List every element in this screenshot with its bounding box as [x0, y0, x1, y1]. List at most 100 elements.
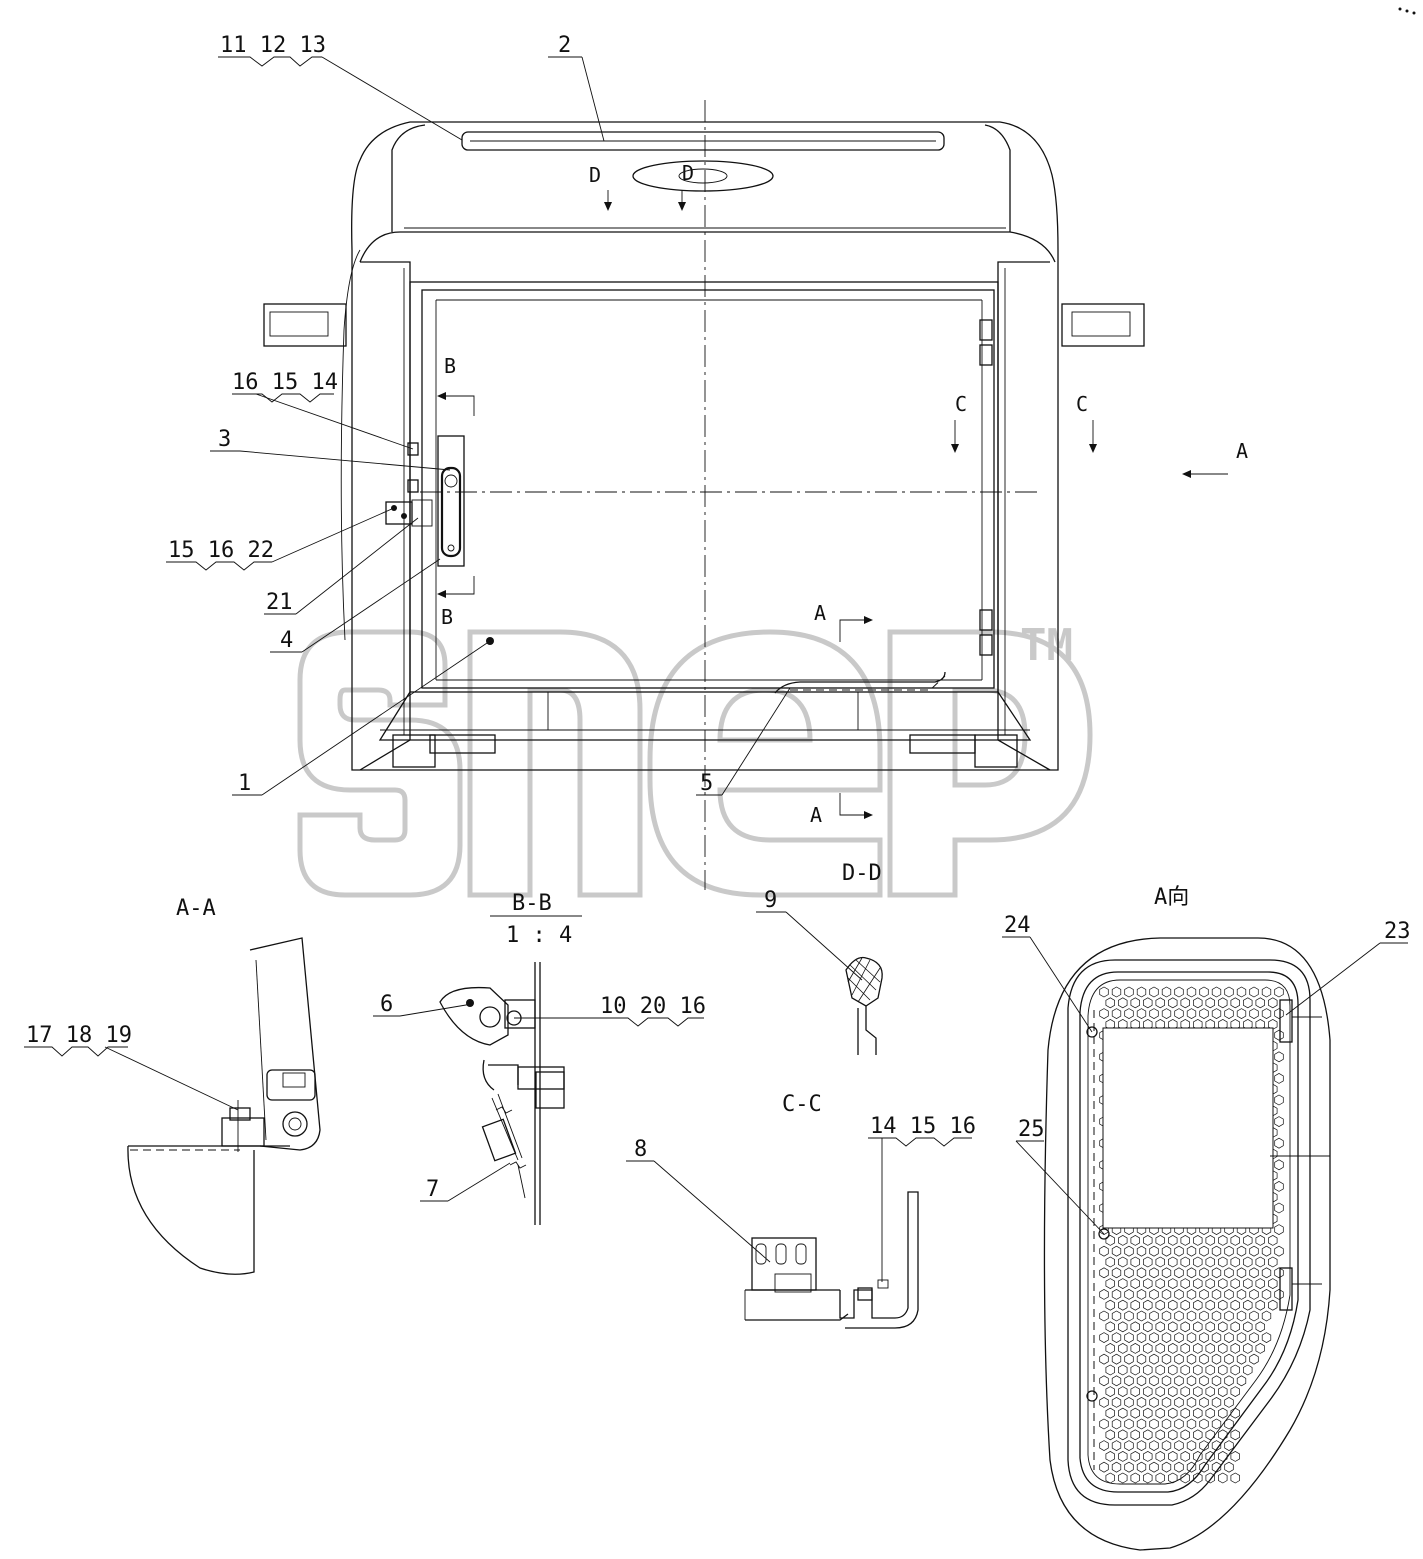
hex-cell	[1149, 1245, 1159, 1257]
hex-cell	[1236, 1288, 1247, 1300]
hex-cell	[1130, 1386, 1140, 1398]
label-8: 8	[634, 1137, 647, 1162]
hex-cell	[1161, 1461, 1172, 1473]
hex-cell	[1211, 1440, 1222, 1452]
hex-cell	[1274, 1202, 1284, 1214]
hex-cell	[1180, 1364, 1190, 1376]
hex-cell	[1230, 1407, 1240, 1419]
hex-cell	[1168, 1472, 1178, 1484]
hex-cell	[1243, 997, 1253, 1009]
hex-cell	[1161, 986, 1172, 998]
hex-cell	[1118, 997, 1128, 1009]
watermark-logo: TM	[297, 620, 1093, 898]
hex-cell	[1099, 1310, 1109, 1322]
hex-cell	[1261, 1245, 1272, 1257]
hex-cell	[1255, 1299, 1265, 1311]
hex-cell	[1143, 1342, 1153, 1354]
hex-cell	[1230, 1386, 1240, 1398]
hex-cell	[1274, 1008, 1284, 1020]
view-b-b: B-B 1 : 4 6 10 20 16 7	[373, 891, 706, 1225]
hex-cell	[1274, 1267, 1284, 1279]
hex-cell	[1111, 1396, 1122, 1408]
hex-cell	[1118, 1407, 1128, 1419]
hex-cell	[1224, 1288, 1234, 1300]
hex-cell	[1205, 1472, 1215, 1484]
hex-cell	[1099, 1267, 1109, 1279]
hex-cell	[1255, 1342, 1265, 1354]
hex-cell	[1205, 1256, 1215, 1268]
hex-cell	[1111, 1375, 1122, 1387]
hex-cell	[1168, 1299, 1178, 1311]
view-d-d: D-D 9	[756, 861, 883, 1055]
hex-cell	[1168, 1364, 1178, 1376]
label-16-15-14: 16 15 14	[232, 370, 338, 395]
hex-cell	[1174, 986, 1184, 998]
hex-cell	[1218, 1386, 1228, 1398]
hex-cell	[1224, 1440, 1234, 1452]
hex-cell	[1124, 1375, 1134, 1387]
hex-cell	[1236, 1310, 1247, 1322]
hex-cell	[1186, 1461, 1197, 1473]
hex-cell	[1199, 1332, 1209, 1344]
hex-cell	[1155, 1278, 1165, 1290]
hex-cell	[1105, 1407, 1115, 1419]
hex-cell	[1236, 1008, 1247, 1020]
hex-cell	[1224, 1396, 1234, 1408]
hex-cell	[1274, 1051, 1284, 1063]
hex-cell	[1155, 1472, 1165, 1484]
hex-cell	[1111, 1440, 1122, 1452]
hex-cell	[1193, 1299, 1203, 1311]
hex-cell	[1118, 1386, 1128, 1398]
hex-cell	[1155, 1386, 1165, 1398]
hex-cell	[1124, 1332, 1134, 1344]
hex-cell	[1155, 1321, 1165, 1333]
hex-cell	[1136, 1267, 1147, 1279]
hex-cell	[1174, 1396, 1184, 1408]
hex-cell	[1105, 1342, 1115, 1354]
hex-cell	[1174, 1461, 1184, 1473]
hex-cell	[1205, 1450, 1215, 1462]
label-6: 6	[380, 992, 393, 1017]
hex-cell	[1243, 1234, 1253, 1246]
hex-cell	[1211, 1332, 1222, 1344]
hex-cell	[1186, 1288, 1197, 1300]
hex-cell	[1149, 1332, 1159, 1344]
hex-cell	[1155, 1450, 1165, 1462]
hex-cell	[1193, 1364, 1203, 1376]
hex-cell	[1224, 1418, 1234, 1430]
hex-cell	[1274, 1180, 1284, 1192]
hex-cell	[1180, 1256, 1190, 1268]
hex-cell	[1124, 1310, 1134, 1322]
section-mark-a-top: A	[814, 601, 826, 625]
hex-cell	[1249, 1353, 1259, 1365]
hex-cell	[1105, 1234, 1115, 1246]
hex-cell	[1218, 1472, 1228, 1484]
hex-cell	[1230, 1429, 1240, 1441]
hex-cell	[1174, 1008, 1184, 1020]
hex-cell	[1118, 1256, 1128, 1268]
hex-cell	[1174, 1310, 1184, 1322]
hex-cell	[1105, 1364, 1115, 1376]
hex-cell	[1149, 986, 1159, 998]
hex-cell	[1174, 1353, 1184, 1365]
hex-cell	[1180, 1472, 1190, 1484]
hex-cell	[1274, 1072, 1284, 1084]
hex-cell	[1211, 1288, 1222, 1300]
hex-cell	[1186, 1396, 1197, 1408]
hex-cell	[1274, 986, 1284, 998]
section-mark-b-bottom: B	[441, 605, 453, 629]
hex-cell	[1255, 1278, 1265, 1290]
hex-cell	[1124, 1008, 1134, 1020]
hex-cell	[1274, 1288, 1284, 1300]
hex-cell	[1193, 1256, 1203, 1268]
hex-cell	[1193, 1278, 1203, 1290]
hex-cell	[1274, 1029, 1284, 1041]
hex-cell	[1180, 1342, 1190, 1354]
hex-cell	[1174, 1267, 1184, 1279]
label-10-20-16: 10 20 16	[600, 994, 706, 1019]
hex-cell	[1205, 997, 1215, 1009]
hex-cell	[1218, 1234, 1228, 1246]
hex-cell	[1136, 1418, 1147, 1430]
hex-cell	[1136, 1353, 1147, 1365]
